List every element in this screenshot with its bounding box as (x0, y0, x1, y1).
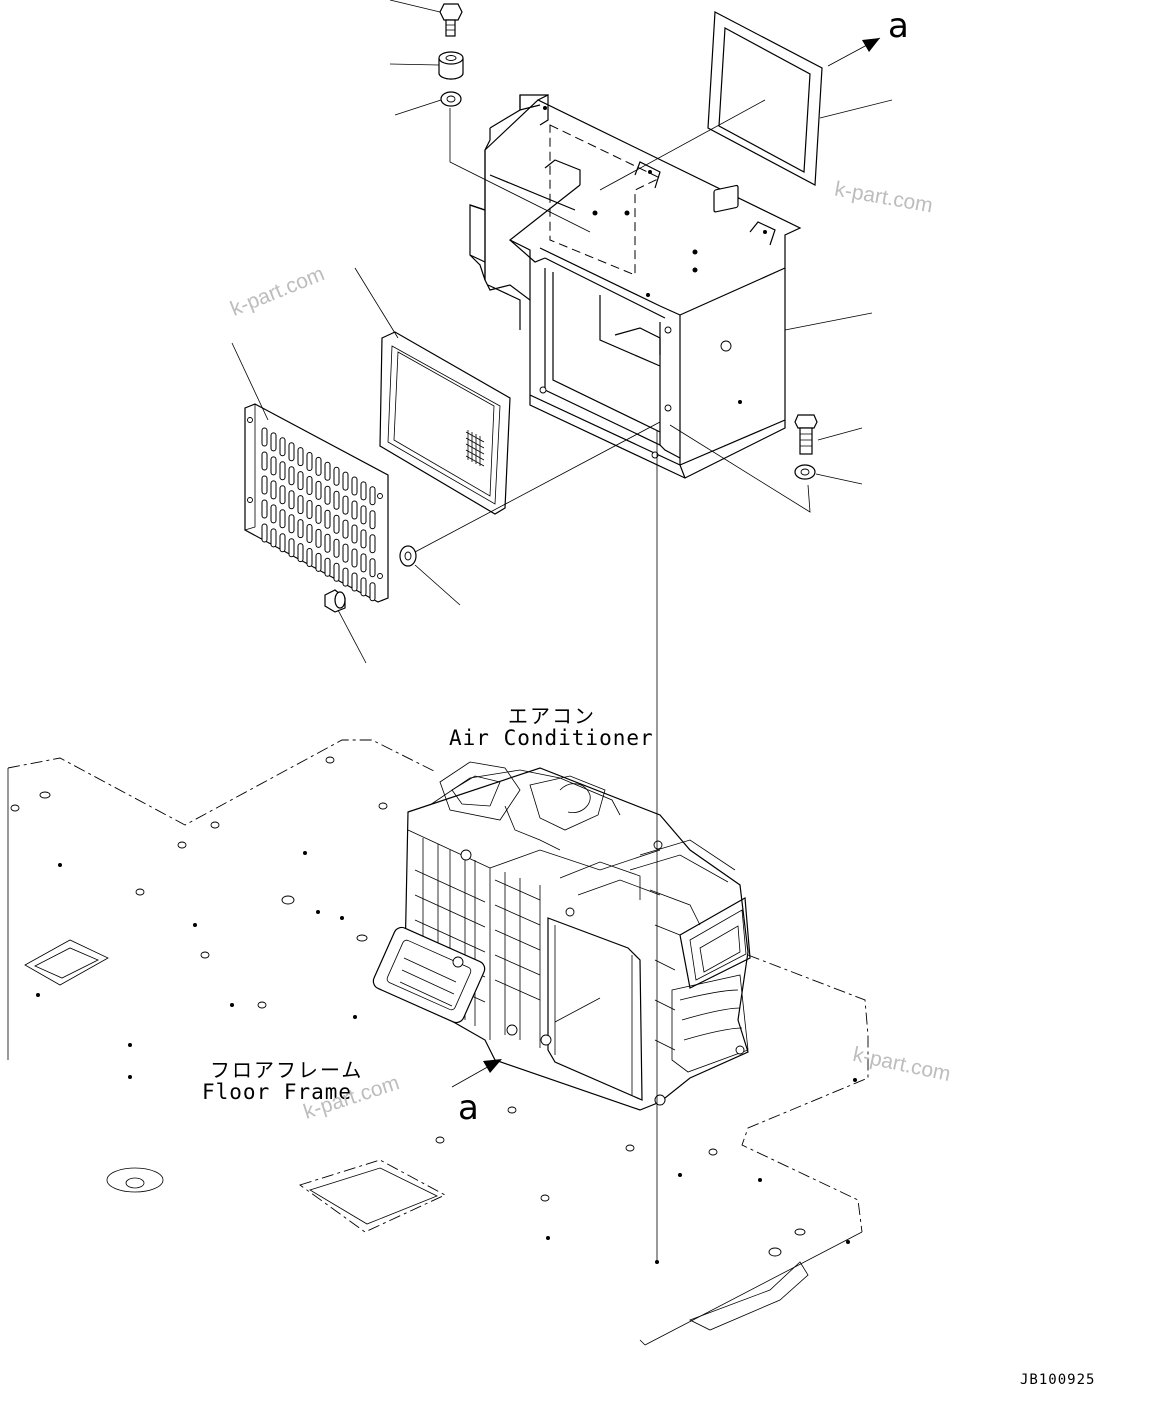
grille-slot (333, 538, 340, 558)
filter-mesh-patch (465, 430, 485, 467)
air-conditioner-label-jp: エアコン (508, 704, 596, 728)
grille-slot (360, 505, 367, 525)
grille-slot (288, 442, 295, 462)
air-conditioner-unit (372, 761, 751, 1111)
grille-slot (270, 528, 277, 548)
side-bolt (794, 414, 818, 455)
grille-slot (279, 461, 286, 481)
grille-slot (306, 500, 313, 519)
grille-slot (315, 528, 322, 548)
grille-slot (351, 572, 358, 592)
grille-slot (297, 447, 304, 467)
grille-washer (399, 545, 417, 567)
grille-slot (342, 471, 349, 491)
grille-slot (279, 485, 286, 505)
grille-slot (315, 456, 322, 476)
grille-slot (360, 577, 367, 597)
grille-slot (342, 495, 349, 515)
grille-slot (360, 529, 367, 549)
grille-slot (261, 523, 268, 543)
grille-slot (369, 486, 376, 506)
grille-slot (288, 538, 295, 558)
filter-element (379, 331, 511, 515)
washer-top (440, 91, 462, 107)
grille-slot (279, 437, 286, 457)
grille-slot (351, 548, 358, 568)
grille-slot (279, 509, 286, 529)
grille-slot (324, 557, 331, 577)
grille-knob (324, 589, 346, 613)
grille-slot (261, 475, 268, 495)
grille-slot (315, 504, 322, 524)
grille-slot (324, 461, 331, 481)
grille-slot (342, 567, 349, 587)
grille-slot (261, 499, 268, 519)
grille-slot (297, 519, 304, 539)
grille-slot (297, 543, 304, 563)
grille-slot (288, 514, 295, 534)
grille-slot (369, 510, 376, 530)
grille-slot (306, 548, 313, 567)
grille-slot (369, 558, 376, 578)
grille-slot (288, 490, 295, 510)
grille-slot (306, 476, 313, 495)
grille-slot (342, 543, 349, 563)
grille-slot (351, 476, 358, 496)
rubber-spacer (438, 51, 464, 80)
grille-slot (270, 432, 277, 452)
grille-slot (324, 485, 331, 505)
grille-slot (315, 552, 322, 572)
hex-flange-bolt (439, 3, 463, 37)
grille-slot (333, 562, 340, 582)
grille-slot (261, 427, 268, 447)
grille-slot (360, 481, 367, 501)
grille-slot (279, 533, 286, 553)
duct-housing (469, 94, 802, 479)
floor-frame (7, 739, 869, 1346)
floor-frame-label-en: Floor Frame (202, 1080, 353, 1104)
grille-slot (288, 466, 295, 486)
side-washer (794, 464, 816, 480)
reference-arrow-bottom (451, 1059, 502, 1088)
floor-frame-label-jp: フロアフレーム (210, 1058, 364, 1082)
grille-slot (261, 451, 268, 471)
grille-slots (261, 427, 376, 602)
grille-slot (306, 452, 313, 471)
grille-slot (333, 466, 340, 486)
grille-slot (351, 500, 358, 520)
grille-slot (297, 471, 304, 491)
grille-slot (324, 509, 331, 529)
reference-letter-bottom: a (458, 1088, 479, 1128)
grille-slot (324, 533, 331, 553)
grille-slot (315, 480, 322, 500)
grille-cover (244, 403, 389, 603)
grille-slot (351, 524, 358, 544)
grille-slot (333, 490, 340, 510)
grille-slot (342, 519, 349, 539)
leader-lines (231, 0, 893, 1264)
grille-slot (297, 495, 304, 515)
grille-slot (333, 514, 340, 534)
gasket-frame (707, 11, 823, 186)
grille-slot (270, 480, 277, 500)
drawing-number: JB100925 (1020, 1372, 1096, 1388)
grille-slot (369, 534, 376, 554)
grille-slot (306, 524, 313, 543)
grille-slot (369, 582, 376, 602)
grille-slot (360, 553, 367, 573)
grille-slot (270, 456, 277, 476)
grille-slot (270, 504, 277, 524)
reference-arrow-top (827, 37, 881, 67)
air-conditioner-label-en: Air Conditioner (449, 726, 654, 750)
reference-letter-top: a (888, 6, 909, 46)
